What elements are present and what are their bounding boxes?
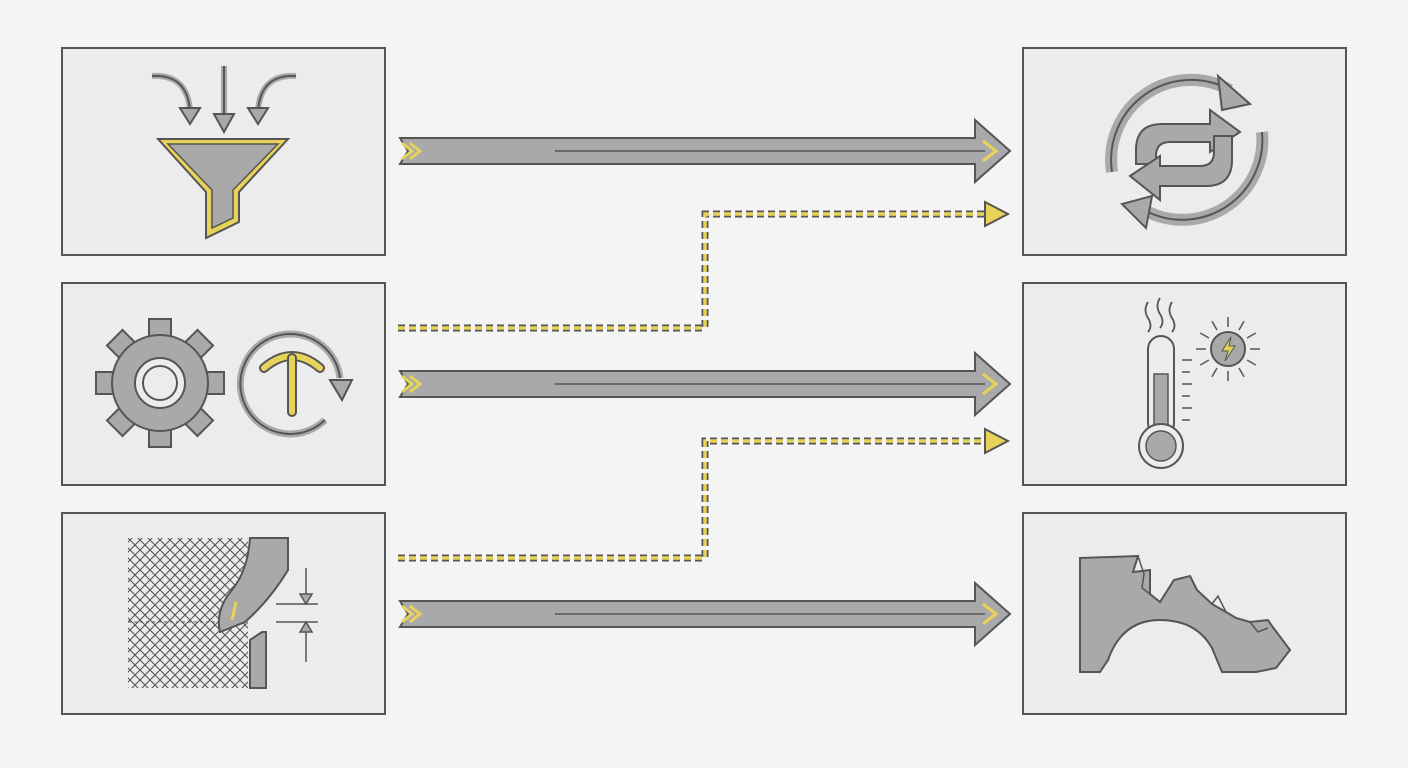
funnel-icon [151, 66, 297, 240]
solid-arrow-cutting-to-fracture [398, 580, 1012, 648]
dashed-arrow-gear-to-exchange [398, 200, 1011, 332]
energy-sun-icon [1196, 317, 1260, 381]
cutting-tool-icon [128, 537, 318, 689]
gear-icon [95, 318, 225, 448]
connectors [398, 117, 1012, 648]
tool-blade [217, 537, 289, 634]
torque-rotation-icon [236, 330, 354, 438]
dashed-arrow-cutting-to-heat [398, 427, 1011, 562]
solid-arrow-funnel-to-exchange [398, 117, 1012, 185]
depth-indicator-icon [276, 568, 318, 662]
heat-waves-icon [1144, 297, 1176, 333]
solid-arrow-gear-to-heat [398, 350, 1012, 418]
broken-part-icon [1079, 554, 1292, 673]
input-arrows-icon [151, 66, 297, 118]
circular-exchange-icon [1105, 73, 1269, 231]
thermometer-scale [1182, 359, 1192, 421]
thermometer-heat-icon [1138, 297, 1260, 469]
gear-torque-icon [95, 318, 354, 448]
